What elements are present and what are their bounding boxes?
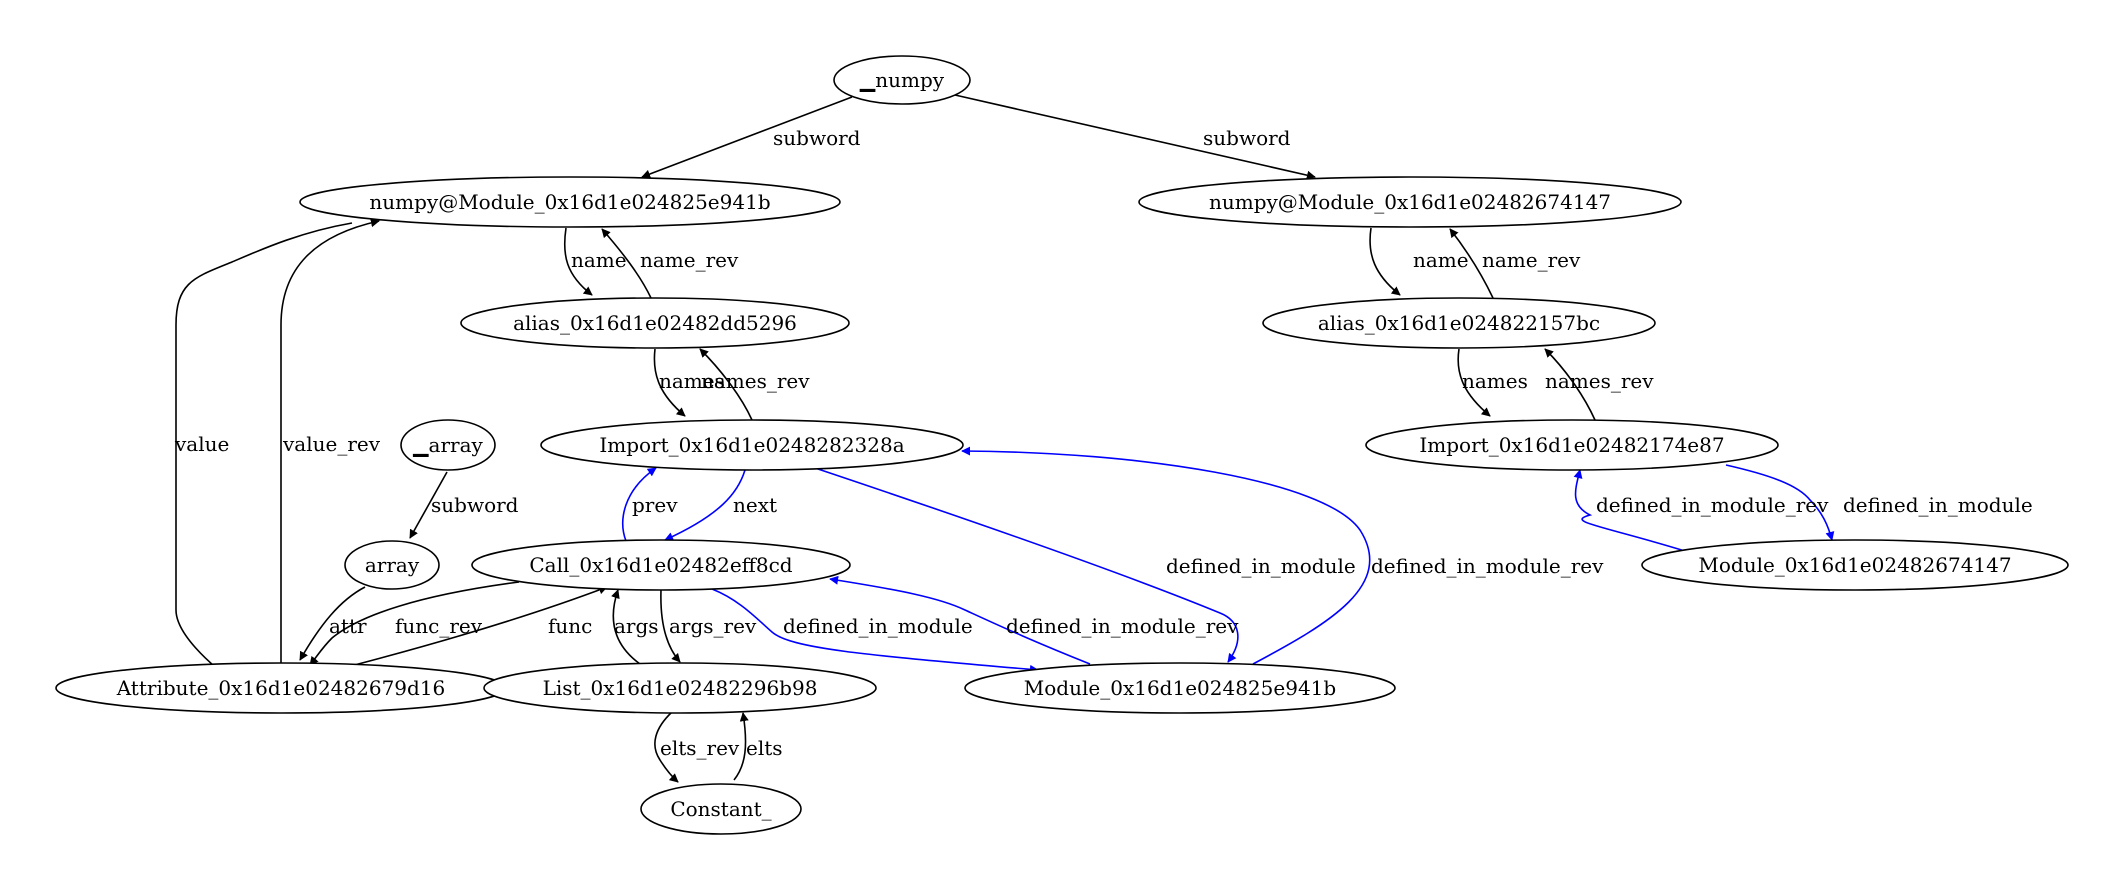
- label-value-rev: value_rev: [282, 432, 381, 456]
- node-numpy-module-a: numpy@Module_0x16d1e024825e941b: [299, 176, 841, 228]
- label-defined-in-module-rev-import-a: defined_in_module_rev: [1371, 554, 1604, 578]
- node-call-label: Call_0x16d1e02482eff8cd: [529, 553, 792, 577]
- edge-attr: [299, 586, 366, 661]
- node-call: Call_0x16d1e02482eff8cd: [471, 539, 851, 591]
- label-func: func: [548, 614, 592, 638]
- edge-defined-in-module-import-b: [1725, 464, 1835, 541]
- node-module-b: Module_0x16d1e02482674147: [1641, 539, 2069, 591]
- label-name-b: name: [1413, 248, 1469, 272]
- node-constant-label: Constant_: [670, 797, 771, 821]
- edge-func-rev: [309, 581, 520, 666]
- label-names-rev-b: names_rev: [1545, 369, 1654, 393]
- edge-names-b: [1457, 348, 1491, 417]
- node-module-a-label: Module_0x16d1e024825e941b: [1024, 676, 1336, 700]
- label-next: next: [733, 493, 777, 517]
- node-module-a: Module_0x16d1e024825e941b: [964, 662, 1396, 714]
- label-defined-in-module-rev-call: defined_in_module_rev: [1006, 614, 1239, 638]
- edge-args: [611, 589, 641, 665]
- node-numpy-token-label: ▁numpy: [859, 68, 945, 92]
- node-numpy-token: ▁numpy: [833, 55, 971, 105]
- nodes: ▁numpy numpy@Module_0x16d1e024825e941b n…: [55, 55, 2069, 835]
- label-func-rev: func_rev: [395, 614, 483, 638]
- node-import-b-label: Import_0x16d1e02482174e87: [1419, 433, 1724, 457]
- node-numpy-module-a-label: numpy@Module_0x16d1e024825e941b: [369, 190, 770, 214]
- edge-defined-in-module-rev-import-b: [1573, 469, 1686, 552]
- edge-name-b: [1369, 227, 1401, 296]
- node-array-token-label: ▁array: [412, 433, 483, 457]
- label-subword-array: subword: [431, 493, 519, 517]
- edge-subword-to-numpy-module-b: [954, 94, 1316, 180]
- label-names-a: names: [659, 369, 725, 393]
- label-names-rev-a: names_rev: [701, 369, 810, 393]
- edge-labels: subword subword name name_rev name name_…: [174, 126, 2033, 760]
- label-prev: prev: [632, 493, 678, 517]
- edge-args-rev: [660, 589, 681, 663]
- edge-defined-in-module-call: [711, 588, 1039, 674]
- node-array-label: array: [365, 553, 420, 577]
- edge-elts-rev: [654, 711, 679, 783]
- node-import-a: Import_0x16d1e0248282328a: [540, 419, 964, 471]
- node-list-label: List_0x16d1e02482296b98: [543, 676, 818, 700]
- label-subword-b: subword: [1203, 126, 1291, 150]
- node-attribute-label: Attribute_0x16d1e02482679d16: [116, 676, 446, 700]
- label-defined-in-module-import-b: defined_in_module: [1843, 493, 2033, 517]
- label-elts-rev: elts_rev: [660, 736, 740, 760]
- edge-name-a: [563, 227, 593, 296]
- node-array: array: [344, 540, 440, 590]
- edge-names-rev-a: [699, 348, 753, 421]
- label-defined-in-module-rev-import-b: defined_in_module_rev: [1596, 493, 1829, 517]
- node-alias-a-label: alias_0x16d1e02482dd5296: [513, 311, 797, 335]
- node-alias-b: alias_0x16d1e024822157bc: [1262, 297, 1656, 349]
- edge-names-rev-b: [1544, 348, 1596, 421]
- node-alias-b-label: alias_0x16d1e024822157bc: [1318, 311, 1600, 335]
- edge-subword-to-numpy-module-a: [641, 96, 853, 179]
- label-args-rev: args_rev: [669, 614, 757, 638]
- edge-func: [342, 585, 608, 669]
- edge-subword-array: [409, 471, 448, 539]
- node-array-token: ▁array: [400, 419, 496, 471]
- edge-elts: [733, 712, 749, 781]
- node-module-b-label: Module_0x16d1e02482674147: [1698, 553, 2011, 577]
- node-attribute: Attribute_0x16d1e02482679d16: [55, 662, 507, 714]
- edges: [175, 94, 1835, 783]
- label-value: value: [174, 432, 229, 456]
- edge-names-a: [653, 348, 686, 417]
- edge-name-rev-b: [1449, 228, 1494, 299]
- node-numpy-module-b-label: numpy@Module_0x16d1e02482674147: [1209, 190, 1611, 214]
- label-name-rev-b: name_rev: [1482, 248, 1581, 272]
- label-defined-in-module-call: defined_in_module: [783, 614, 973, 638]
- edge-defined-in-module-import-a: [814, 467, 1239, 663]
- node-list: List_0x16d1e02482296b98: [483, 662, 877, 714]
- node-import-b: Import_0x16d1e02482174e87: [1365, 419, 1779, 471]
- node-constant: Constant_: [640, 783, 802, 835]
- label-defined-in-module-import-a: defined_in_module: [1166, 554, 1356, 578]
- edge-name-rev-a: [601, 228, 652, 299]
- label-elts: elts: [746, 736, 783, 760]
- label-args: args: [614, 614, 659, 638]
- edge-defined-in-module-rev-import-a: [961, 446, 1371, 665]
- edge-value-rev: [280, 218, 380, 664]
- node-alias-a: alias_0x16d1e02482dd5296: [460, 297, 850, 349]
- edge-prev: [622, 467, 657, 542]
- edge-value: [175, 222, 353, 691]
- label-subword-a: subword: [773, 126, 861, 150]
- label-name-rev-a: name_rev: [640, 248, 739, 272]
- label-attr: attr: [329, 614, 367, 638]
- edge-next: [664, 469, 746, 541]
- label-name-a: name: [571, 248, 627, 272]
- node-import-a-label: Import_0x16d1e0248282328a: [599, 433, 904, 457]
- node-numpy-module-b: numpy@Module_0x16d1e02482674147: [1138, 176, 1682, 228]
- label-names-b: names: [1462, 369, 1528, 393]
- edge-defined-in-module-rev-call: [829, 575, 1091, 665]
